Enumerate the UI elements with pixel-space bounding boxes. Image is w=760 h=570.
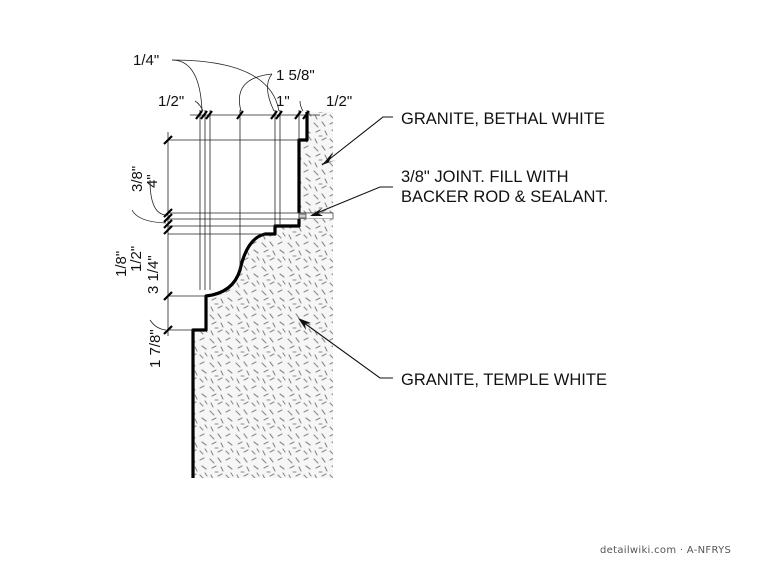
dim-top-half-right: 1/2" (326, 93, 352, 110)
upper-stone-profile (297, 112, 309, 213)
dim-top-quarter: 1/4" (133, 52, 159, 69)
dim-side-three-quarter: 3 1/4" (145, 255, 162, 294)
top-dimension-ticks (195, 110, 310, 120)
label-joint-line-2: BACKER ROD & SEALANT. (401, 188, 608, 206)
dim-side-three-eighths: 3/8" (129, 166, 146, 192)
dim-side-one-eighth: 1/8" (113, 251, 130, 277)
label-granite-bethal-white: GRANITE, BETHAL WHITE (401, 110, 605, 128)
label-granite-temple-white: GRANITE, TEMPLE WHITE (401, 371, 607, 389)
dim-side-one-seven-eighths: 1 7/8" (147, 329, 164, 368)
dimension-leader-curves (131, 59, 304, 331)
dim-side-half: 1/2" (128, 246, 145, 272)
dim-side-four: 4" (144, 174, 161, 188)
dim-top-half-left: 1/2" (158, 93, 184, 110)
label-joint-line-1: 3/8" JOINT. FILL WITH (401, 168, 569, 186)
side-dimension-ticks (163, 135, 173, 335)
backer-rod (298, 213, 307, 219)
horizontal-extension-lines (168, 139, 299, 331)
callout-leaders (298, 116, 393, 379)
credit-watermark: detailwiki.com · A-NFRYS (600, 545, 731, 556)
dim-top-one-inch: 1" (276, 93, 290, 110)
granite-temple-white-block (193, 219, 333, 478)
dim-top-one-five-eighths: 1 5/8" (276, 67, 315, 84)
